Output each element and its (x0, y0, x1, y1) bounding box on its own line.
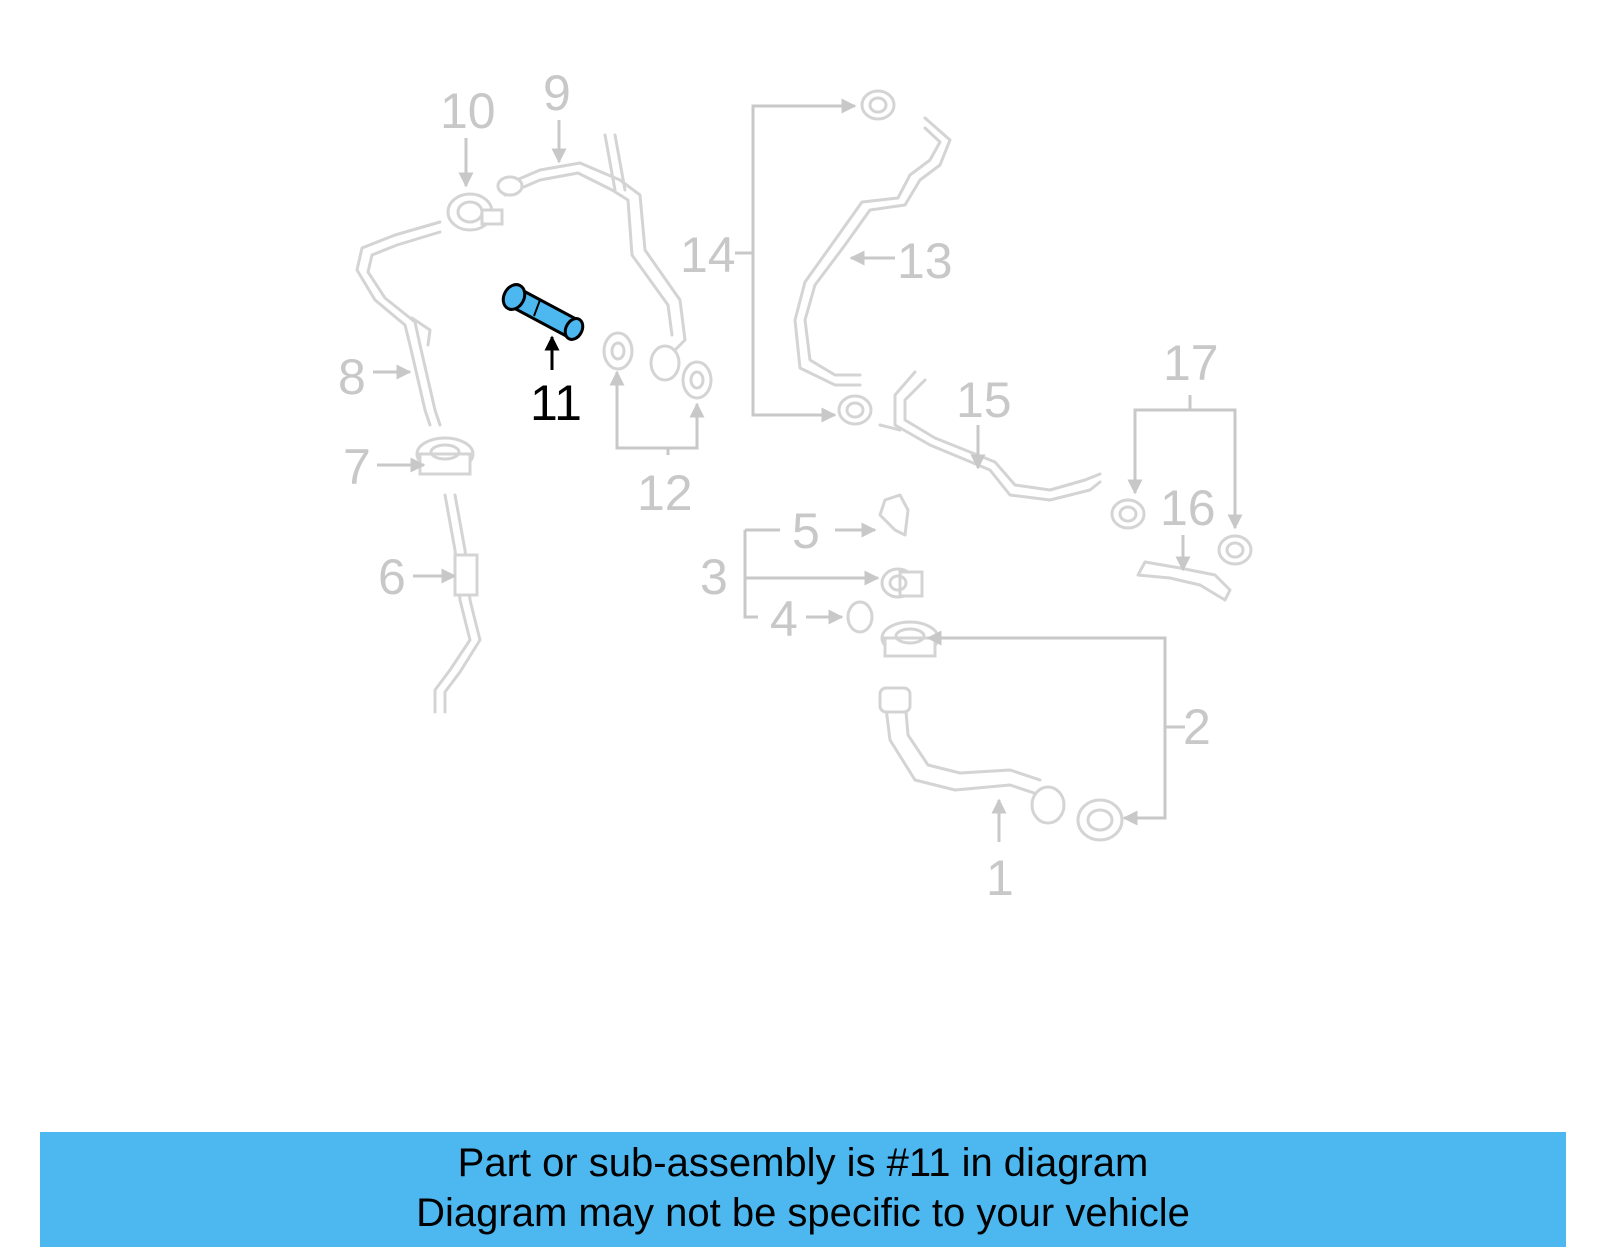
info-banner: Part or sub-assembly is #11 in diagram D… (40, 1132, 1566, 1247)
callout-12: 12 (637, 465, 693, 521)
callout-2: 2 (1183, 699, 1211, 755)
callout-7: 7 (343, 439, 371, 495)
banner-line-part-number: Part or sub-assembly is #11 in diagram (457, 1141, 1149, 1185)
callout-10: 10 (440, 83, 496, 139)
part-1-hose (878, 686, 1066, 825)
callout-labels: 1 2 3 4 5 6 7 8 9 10 11 12 13 14 15 16 1… (338, 65, 1219, 906)
part-11-hose (501, 283, 585, 341)
callout-4: 4 (770, 591, 798, 647)
part-2-clamps (880, 620, 1124, 842)
banner-line-disclaimer: Diagram may not be specific to your vehi… (416, 1191, 1190, 1235)
part-10-clamp (446, 192, 504, 232)
part-14-clamps (837, 89, 896, 426)
part-17-clamps (1110, 498, 1253, 566)
part-7-clamp (415, 436, 475, 476)
part-4-o-ring (846, 600, 874, 634)
part-6-pipe (433, 493, 482, 714)
callout-16: 16 (1160, 480, 1216, 536)
part-13-hose (793, 116, 952, 387)
part-8-pipe (355, 220, 442, 427)
callout-1: 1 (986, 850, 1014, 906)
callout-15: 15 (956, 372, 1012, 428)
callout-6: 6 (378, 549, 406, 605)
part-16-hose (1136, 560, 1232, 602)
leader-lines (373, 98, 1243, 842)
callout-11: 11 (530, 375, 582, 431)
callout-13: 13 (897, 233, 953, 289)
callout-17: 17 (1163, 335, 1219, 391)
callout-14: 14 (680, 227, 736, 283)
part-5-clip (878, 493, 910, 537)
part-12-washers (602, 331, 713, 400)
part-3-fitting (880, 567, 924, 599)
part-15-hose (878, 370, 1102, 502)
callout-9: 9 (543, 65, 571, 121)
part-9-hose (496, 133, 687, 382)
callout-3: 3 (700, 549, 728, 605)
callout-5: 5 (792, 503, 820, 559)
callout-8: 8 (338, 349, 366, 405)
